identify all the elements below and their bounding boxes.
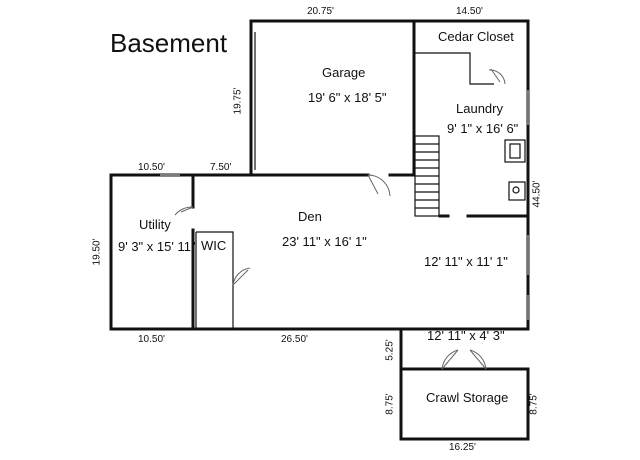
room-utility-size: 9' 3" x 15' 11" (118, 239, 196, 254)
room-crawl-storage-name: Crawl Storage (426, 390, 509, 405)
dim-right-side: 44.50' (531, 180, 543, 208)
dim-left-side: 19.50' (91, 238, 103, 266)
laundry-appliances (504, 139, 526, 201)
room-right-size: 12' 11" x 11' 1" (424, 254, 508, 269)
room-right-lower-size: 12' 11" x 4' 3" (427, 328, 505, 343)
room-garage-size: 19' 6" x 18' 5" (308, 90, 387, 105)
dim-garage-left: 19.75' (232, 87, 244, 115)
room-wic-name: WIC (201, 238, 227, 253)
dim-crawl-right: 8.75' (528, 393, 540, 415)
staircase (414, 135, 440, 217)
room-laundry-size: 9' 1" x 16' 6" (447, 121, 519, 136)
thin-partitions (195, 32, 494, 329)
plan-title: Basement (110, 28, 228, 58)
dim-top-utility: 10.50' (138, 162, 165, 173)
room-laundry-name: Laundry (456, 101, 503, 116)
exterior-walls (109, 19, 530, 441)
room-garage-name: Garage (322, 65, 366, 80)
interior-walls (191, 19, 530, 371)
dim-top-right: 14.50' (456, 6, 483, 17)
dim-bottom-den: 26.50' (281, 334, 308, 345)
windows (160, 90, 529, 320)
room-cedar-closet-name: Cedar Closet (438, 29, 514, 44)
dim-step: 5.25' (384, 339, 396, 361)
dim-top-den-left: 7.50' (210, 162, 232, 173)
doors (174, 68, 506, 370)
dim-crawl-bottom: 16.25' (449, 442, 476, 453)
room-utility-name: Utility (139, 217, 171, 232)
dim-top-garage: 20.75' (307, 6, 334, 17)
dim-bottom-utility: 10.50' (138, 334, 165, 345)
room-den-size: 23' 11" x 16' 1" (282, 234, 367, 249)
room-den-name: Den (298, 209, 322, 224)
dim-crawl-left: 8.75' (384, 393, 396, 415)
